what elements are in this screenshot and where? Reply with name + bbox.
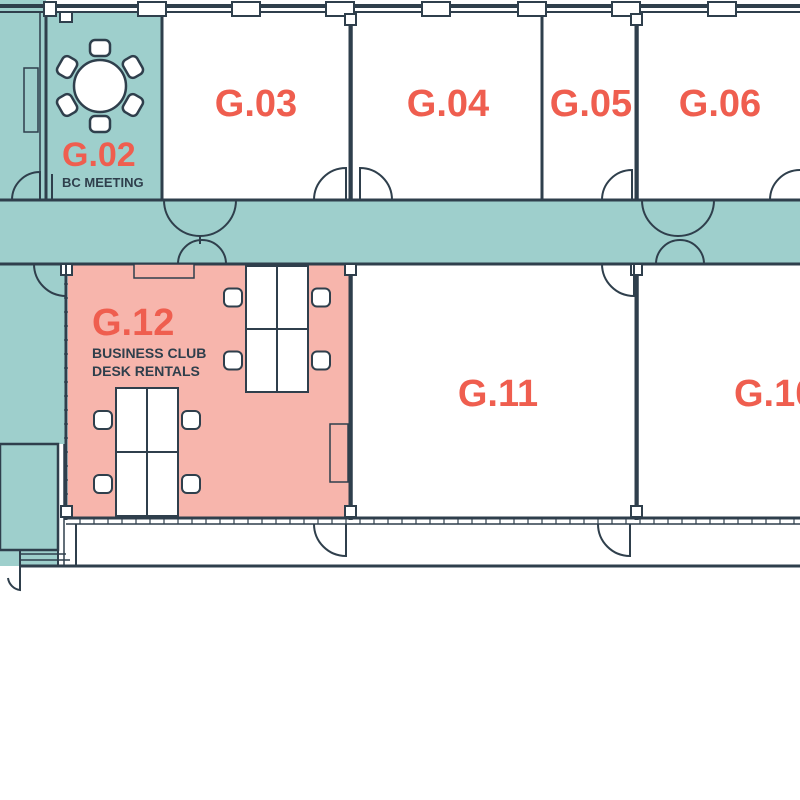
meeting-chair (55, 92, 79, 118)
room-g12-name-line2: DESK RENTALS (92, 363, 200, 379)
room-g02-name: BC MEETING (62, 175, 144, 190)
chair-seat (88, 38, 112, 58)
desk-chair (181, 410, 201, 430)
side-cabinet (329, 423, 349, 483)
meeting-table (55, 38, 145, 134)
cabinet-g02 (23, 67, 39, 133)
column-post (630, 13, 643, 26)
corridor-main (0, 200, 800, 264)
window-frame (43, 1, 57, 17)
meeting-chair (88, 114, 112, 134)
desk-chair (223, 287, 243, 308)
stair-area (0, 444, 58, 566)
wall-shelf (133, 263, 195, 279)
column-post (630, 505, 643, 518)
corridor-left-lower (0, 264, 66, 444)
window-frame (325, 1, 355, 17)
room-g02-code: G.02 (62, 136, 136, 174)
chair-seat (121, 54, 145, 80)
room-g04-code: G.04 (407, 83, 489, 125)
column-post (344, 263, 357, 276)
desk-chair (311, 350, 331, 371)
walls (0, 4, 800, 568)
window-ticks (64, 269, 795, 524)
room-g06-code: G.06 (679, 83, 761, 125)
room-g11-code: G.11 (458, 373, 538, 415)
room-g03-code: G.03 (215, 83, 297, 125)
room-g10-code: G.10 (734, 373, 800, 415)
top-windows (43, 1, 737, 23)
desk-cluster (93, 265, 331, 517)
window-frame (707, 1, 737, 17)
chair-seat (88, 114, 112, 134)
chair-seat (55, 92, 79, 118)
window-frame (59, 11, 73, 23)
room-g12-code: G.12 (92, 302, 174, 344)
desk-chair (181, 474, 201, 494)
window-frame (517, 1, 547, 17)
meeting-chair (121, 92, 145, 118)
window-frame (421, 1, 451, 17)
window-frame (137, 1, 167, 17)
column-posts (60, 13, 643, 518)
chair-seat (55, 54, 79, 80)
column-post (344, 13, 357, 26)
meeting-chair (121, 54, 145, 80)
desk-chair (311, 287, 331, 308)
desk-chair (223, 350, 243, 371)
window-frame (231, 1, 261, 17)
meeting-chair (88, 38, 112, 58)
desk-chair (93, 410, 113, 430)
desk-chair (93, 474, 113, 494)
doors (7, 166, 800, 592)
window-frame (611, 1, 641, 17)
column-post (60, 505, 73, 518)
column-post (630, 263, 643, 276)
corridor-left-upper (0, 0, 46, 200)
column-post (344, 505, 357, 518)
meeting-chair (55, 54, 79, 80)
room-g05-code: G.05 (550, 83, 632, 125)
room-g12-name-line1: BUSINESS CLUB (92, 345, 206, 361)
chair-seat (121, 92, 145, 118)
